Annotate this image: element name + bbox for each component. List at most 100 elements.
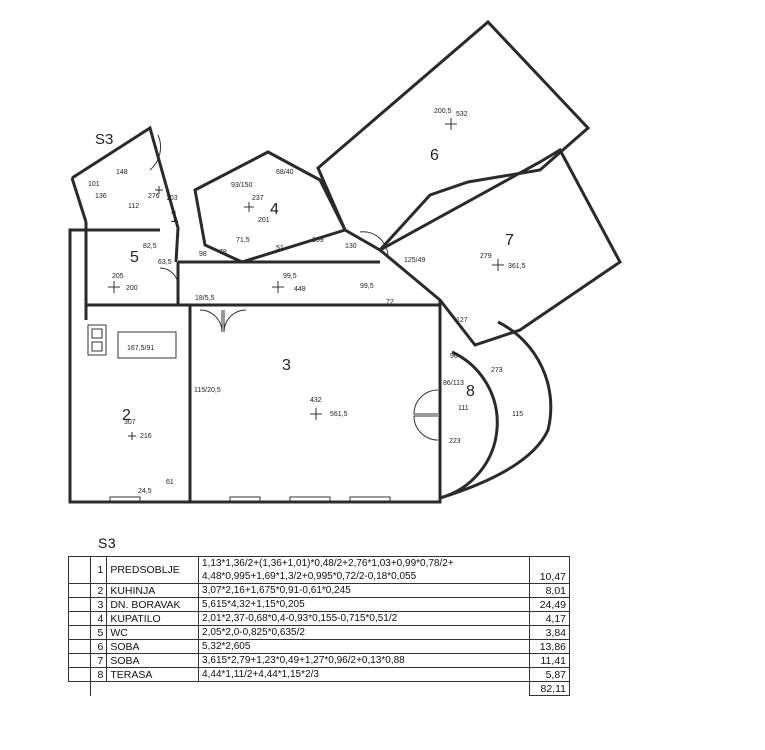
opening-dim: 101 — [88, 181, 100, 188]
room-6-dim-a: 200,5 — [434, 108, 452, 115]
table-row: 8 TERASA 4,44*1,11/2+4,44*1,15*2/3 5,87 — [68, 667, 571, 682]
row-number: 2 — [89, 583, 108, 598]
opening-dim: 115/20,5 — [194, 387, 221, 394]
room-4-dim-a: 237 — [252, 195, 264, 202]
table-total-row: 82,11 — [68, 681, 571, 696]
room-number-2: 2 — [122, 407, 131, 424]
room-formula: 1,13*1,36/2+(1,36+1,01)*0,48/2+2,76*1,03… — [198, 556, 530, 584]
row-number: 6 — [89, 639, 108, 654]
floor-plan: S3 1 2 3 4 5 6 7 8 276 103 307 216 432 5… — [68, 19, 622, 504]
table-row: 5 WC 2,05*2,0-0,825*0,635/2 3,84 — [68, 625, 571, 640]
table-row: 6 SOBA 5,32*2,605 13,86 — [68, 639, 571, 654]
row-number: 4 — [89, 611, 108, 626]
room-formula: 3,07*2,16+1,675*0,91-0,61*0,245 — [198, 583, 530, 598]
room-4-dim-b: 201 — [258, 217, 270, 224]
room-area: 10,47 — [528, 556, 571, 584]
opening-dim: 71,5 — [236, 237, 250, 244]
room-name: WC — [106, 625, 200, 640]
area-table: 1 PREDSOBLJE 1,13*1,36/2+(1,36+1,01)*0,4… — [68, 556, 571, 696]
opening-dim: 93/150 — [231, 182, 253, 189]
opening-dim: 98 — [199, 251, 207, 258]
section-label: S3 — [95, 131, 113, 148]
opening-dim: 96 — [450, 353, 458, 360]
room-5-dim-a: 205 — [112, 273, 124, 280]
room-2-dim-a: 307 — [124, 419, 136, 426]
corridor-dim-d: 72 — [386, 299, 394, 306]
room-number-8: 8 — [466, 383, 475, 400]
room-area: 13,86 — [528, 639, 571, 654]
opening-dim: 18/5,5 — [195, 295, 215, 302]
room-name: TERASA — [106, 667, 200, 682]
row-number: 5 — [89, 625, 108, 640]
opening-dim: 136 — [95, 193, 107, 200]
opening-dim: 125/49 — [404, 257, 426, 264]
room-name: SOBA — [106, 639, 200, 654]
room-number-6: 6 — [430, 147, 439, 164]
corridor-dim-a: 99,5 — [283, 273, 297, 280]
opening-dim: 51 — [276, 245, 284, 252]
room-5-dim-b: 200 — [126, 285, 138, 292]
corridor-dim-c: 99,5 — [360, 283, 374, 290]
opening-dim: 167,5/91 — [127, 345, 154, 352]
room-formula: 3,615*2,79+1,23*0,49+1,27*0,96/2+0,13*0,… — [198, 653, 530, 668]
row-number: 1 — [89, 556, 108, 584]
row-number: 3 — [89, 597, 108, 612]
room-name: KUHINJA — [106, 583, 200, 598]
room-number-5: 5 — [130, 249, 139, 266]
room-name: SOBA — [106, 653, 200, 668]
room-8-dim-b: 111 — [458, 405, 469, 412]
room-3-dim-a: 432 — [310, 397, 322, 404]
room-dimensions: 276 103 307 216 432 561,5 237 201 205 20… — [112, 108, 526, 445]
room-area: 5,87 — [528, 667, 571, 682]
row-number: 7 — [89, 653, 108, 668]
room-number-7: 7 — [505, 232, 514, 249]
table-title: S3 — [98, 535, 117, 551]
room-number-1: 1 — [170, 209, 179, 226]
height-markers — [108, 118, 504, 440]
total-area: 82,11 — [528, 681, 571, 696]
room-area: 8,01 — [528, 583, 571, 598]
room-formula: 4,44*1,11/2+4,44*1,15*2/3 — [198, 667, 530, 682]
room-2-dim-b: 216 — [140, 433, 152, 440]
room-numbers: 1 2 3 4 5 6 7 8 — [122, 147, 514, 424]
table-row: 1 PREDSOBLJE 1,13*1,36/2+(1,36+1,01)*0,4… — [68, 556, 571, 584]
room-name: DN. BORAVAK — [106, 597, 200, 612]
room-formula: 5,32*2,605 — [198, 639, 530, 654]
table-row: 7 SOBA 3,615*2,79+1,23*0,49+1,27*0,96/2+… — [68, 653, 571, 668]
opening-dim: 63,5 — [158, 259, 172, 266]
table-row: 3 DN. BORAVAK 5,615*4,32+1,15*0,205 24,4… — [68, 597, 571, 612]
opening-dim: 148 — [116, 169, 128, 176]
opening-dim: 112 — [128, 203, 139, 210]
room-number-4: 4 — [270, 201, 279, 218]
opening-dim: 127 — [456, 317, 468, 324]
opening-dim: 130 — [345, 243, 357, 250]
doors — [149, 134, 439, 441]
room-number-3: 3 — [282, 357, 291, 374]
corridor-dim-b: 448 — [294, 286, 306, 293]
table-row: 2 KUHINJA 3,07*2,16+1,675*0,91-0,61*0,24… — [68, 583, 571, 598]
room-formula: 2,05*2,0-0,825*0,635/2 — [198, 625, 530, 640]
opening-dim: 82,5 — [143, 243, 157, 250]
room-8-dim-d: 223 — [449, 438, 461, 445]
table-row: 4 KUPATILO 2,01*2,37-0,68*0,4-0,93*0,155… — [68, 611, 571, 626]
room-area: 3,84 — [528, 625, 571, 640]
room-area: 4,17 — [528, 611, 571, 626]
opening-dim: 24,5 — [138, 488, 152, 495]
opening-dim: 61 — [166, 479, 174, 486]
window-marks — [109, 496, 391, 504]
kitchen-hob — [87, 324, 177, 359]
room-area: 11,41 — [528, 653, 571, 668]
room-8-dim-a: 273 — [491, 367, 503, 374]
opening-dim: 68/40 — [276, 169, 294, 176]
opening-dim: 86/113 — [443, 380, 464, 387]
walls — [68, 19, 622, 504]
room-6-dim-b: 532 — [456, 111, 468, 118]
room-area: 24,49 — [528, 597, 571, 612]
room-1-dim-a: 276 — [148, 193, 160, 200]
room-1-dim-b: 103 — [166, 195, 178, 202]
opening-dimensions: 101 148 136 112 82,5 63,5 98 78 71,5 51 … — [88, 169, 468, 495]
room-3-dim-b: 561,5 — [330, 411, 348, 418]
room-7-dim-a: 279 — [480, 253, 492, 260]
row-number: 8 — [89, 667, 108, 682]
opening-dim: 78 — [219, 249, 227, 256]
